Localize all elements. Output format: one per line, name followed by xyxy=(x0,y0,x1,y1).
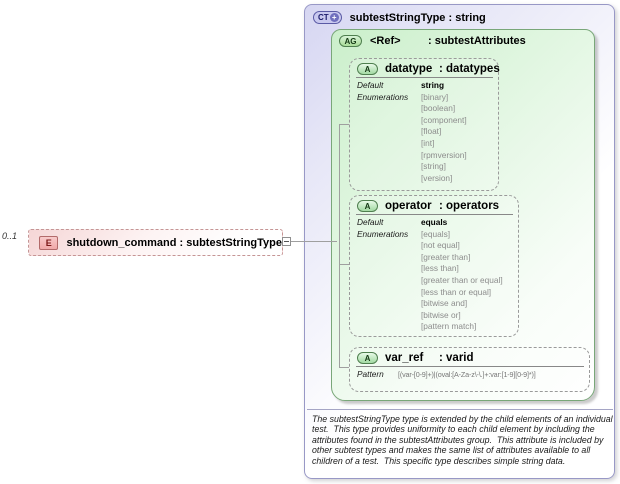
plus-icon: + xyxy=(329,13,339,22)
element-icon: E xyxy=(39,235,59,250)
attributegroup-header: AG <Ref> : subtestAttributes xyxy=(339,35,526,47)
element-shutdown-command[interactable]: E shutdown_command : subtestStringType xyxy=(28,229,283,256)
attribute-name: var_ref xyxy=(385,352,424,364)
attribute-type: : datatypes xyxy=(439,63,500,75)
annotation-text: The subtestStringType type is extended b… xyxy=(312,414,616,466)
enumerations-label: Enumerations xyxy=(357,91,409,102)
attribute-type: : operators xyxy=(439,200,500,212)
default-label: Default xyxy=(357,217,384,227)
attribute-datatype-header: A datatype : datatypes xyxy=(350,59,500,76)
attribute-var-ref-header: A var_ref : varid xyxy=(350,348,589,365)
collapse-handle[interactable] xyxy=(282,237,291,246)
tree-line-stub-operator xyxy=(339,264,349,265)
attribute-type: : varid xyxy=(439,352,474,364)
attribute-var-ref[interactable]: A var_ref : varid Pattern [(var-[0-9]+)|… xyxy=(349,347,590,392)
tree-line-vertical xyxy=(339,124,340,367)
default-label: Default xyxy=(357,80,384,90)
attributegroup-ref: <Ref> xyxy=(370,35,401,47)
connector-line xyxy=(291,241,337,242)
complextype-title: subtestStringType : string xyxy=(349,11,486,24)
attribute-icon: A xyxy=(357,200,378,212)
default-value: string xyxy=(421,80,445,90)
attributegroup-box: AG <Ref> : subtestAttributes A datatype … xyxy=(331,29,595,401)
occurrence-label: 0..1 xyxy=(2,231,18,241)
enumerations-list: [binary][boolean][component][float][int]… xyxy=(421,91,467,183)
attribute-icon: A xyxy=(357,63,378,75)
divider xyxy=(356,77,493,78)
tree-line-stub-datatype xyxy=(339,124,349,125)
default-value: equals xyxy=(421,217,448,227)
attribute-name: operator xyxy=(385,200,432,212)
divider xyxy=(356,366,584,367)
pattern-value: [(var-[0-9]+)|(oval:[A-Za-z\-\.]+:var:[1… xyxy=(398,370,536,379)
element-label: shutdown_command : subtestStringType xyxy=(66,236,282,249)
pattern-label: Pattern xyxy=(357,369,384,379)
attribute-icon: A xyxy=(357,352,378,364)
attributegroup-icon: AG xyxy=(339,35,362,47)
complextype-icon[interactable]: CT+ xyxy=(313,11,342,24)
tree-line-stub-varref xyxy=(339,367,349,368)
attribute-operator[interactable]: A operator : operators Default equals En… xyxy=(349,195,519,337)
attribute-operator-header: A operator : operators xyxy=(350,196,518,213)
enumerations-label: Enumerations xyxy=(357,228,409,239)
attribute-name: datatype xyxy=(385,63,433,75)
divider xyxy=(356,214,513,215)
attribute-datatype[interactable]: A datatype : datatypes Default string En… xyxy=(349,58,500,191)
complextype-header: CT+ subtestStringType : string xyxy=(313,11,486,24)
enumerations-list: [equals][not equal][greater than][less t… xyxy=(421,228,503,332)
attributegroup-type: : subtestAttributes xyxy=(428,35,526,47)
annotation-divider xyxy=(307,409,613,410)
complextype-box: CT+ subtestStringType : string AG <Ref> … xyxy=(304,4,615,479)
